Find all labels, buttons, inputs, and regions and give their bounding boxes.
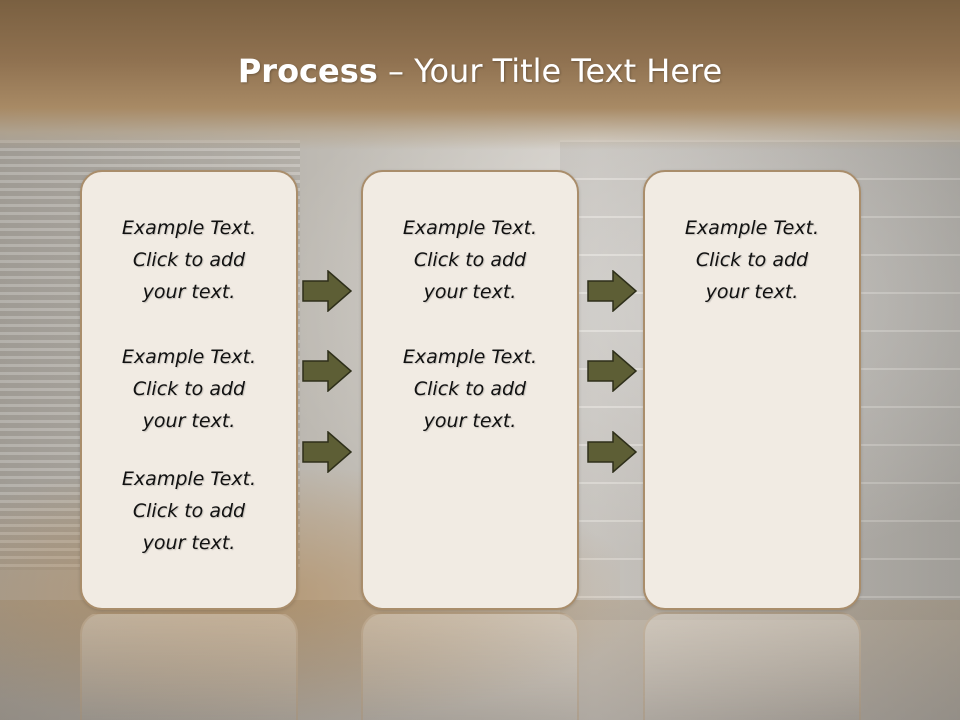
- text-line: Click to add: [132, 500, 246, 522]
- text-line: Example Text.: [684, 217, 820, 239]
- box-reflection-2: [361, 612, 579, 720]
- text-line: Click to add: [132, 249, 246, 271]
- title-band: [0, 0, 960, 150]
- box-reflection-3: [643, 612, 861, 720]
- text-line: your text.: [142, 281, 236, 303]
- text-line: Example Text.: [121, 346, 257, 368]
- right-arrow-icon[interactable]: [302, 270, 352, 312]
- box-reflection-1: [80, 612, 298, 720]
- text-line: Click to add: [413, 249, 527, 271]
- text-block[interactable]: Example Text. Click to add your text.: [363, 341, 577, 437]
- text-line: Example Text.: [402, 217, 538, 239]
- text-line: Example Text.: [402, 346, 538, 368]
- background-floor: [0, 600, 960, 720]
- text-line: your text.: [142, 532, 236, 554]
- title-rest: – Your Title Text Here: [377, 52, 723, 90]
- slide-title[interactable]: Process – Your Title Text Here: [0, 52, 960, 90]
- text-line: Click to add: [413, 378, 527, 400]
- text-line: your text.: [705, 281, 799, 303]
- process-box-2[interactable]: Example Text. Click to add your text. Ex…: [361, 170, 579, 610]
- text-line: Example Text.: [121, 217, 257, 239]
- right-arrow-icon[interactable]: [587, 350, 637, 392]
- text-block[interactable]: Example Text. Click to add your text.: [82, 463, 296, 559]
- right-arrow-icon[interactable]: [587, 431, 637, 473]
- text-block[interactable]: Example Text. Click to add your text.: [645, 212, 859, 308]
- right-arrow-icon[interactable]: [587, 270, 637, 312]
- text-line: your text.: [142, 410, 236, 432]
- text-block[interactable]: Example Text. Click to add your text.: [82, 341, 296, 437]
- text-line: Click to add: [132, 378, 246, 400]
- text-block[interactable]: Example Text. Click to add your text.: [363, 212, 577, 308]
- text-line: your text.: [423, 410, 517, 432]
- text-line: Click to add: [695, 249, 809, 271]
- process-box-1[interactable]: Example Text. Click to add your text. Ex…: [80, 170, 298, 610]
- text-line: Example Text.: [121, 468, 257, 490]
- text-block[interactable]: Example Text. Click to add your text.: [82, 212, 296, 308]
- title-bold: Process: [237, 52, 378, 90]
- right-arrow-icon[interactable]: [302, 431, 352, 473]
- right-arrow-icon[interactable]: [302, 350, 352, 392]
- text-line: your text.: [423, 281, 517, 303]
- process-box-3[interactable]: Example Text. Click to add your text.: [643, 170, 861, 610]
